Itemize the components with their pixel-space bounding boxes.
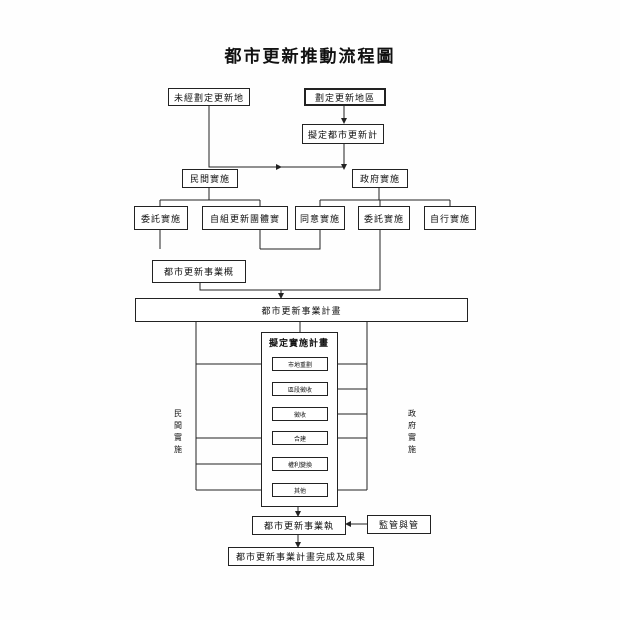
node-rights-conversion: 權利變換 — [272, 457, 328, 471]
node-expropriation: 徵收 — [272, 407, 328, 421]
node-business-plan: 都市更新事業計畫 — [135, 298, 468, 322]
edge-gov-split — [319, 188, 451, 206]
edge-unplanned-to-private — [208, 106, 282, 170]
edge-consent-to-summary — [260, 230, 321, 250]
node-redistricting: 市地重劃 — [272, 357, 328, 371]
edge-plan-down — [195, 322, 368, 490]
node-execution: 都市更新事業執 — [252, 516, 346, 535]
node-draft-impl-plan: 擬定實施計畫 — [267, 335, 331, 349]
edge-private-to-summary — [159, 230, 261, 249]
node-completion: 都市更新事業計畫完成及成果 — [228, 547, 374, 566]
edge-gov-to-plan — [281, 230, 381, 291]
diagram-title: 都市更新推動流程圖 — [224, 47, 396, 67]
node-gov-impl: 政府實施 — [352, 169, 408, 188]
node-designated: 劃定更新地區 — [304, 88, 386, 106]
node-self-impl: 自行實施 — [424, 206, 476, 230]
node-summary: 都市更新事業概 — [152, 260, 246, 283]
node-self-org: 自組更新團體實 — [202, 206, 288, 230]
node-zone-expropriation: 區段徵收 — [272, 382, 328, 396]
node-private-impl: 民間實施 — [182, 169, 238, 188]
edge-summary-to-plan — [199, 283, 284, 299]
node-supervision: 監管與管 — [367, 515, 431, 534]
node-draft-plan: 擬定都市更新計 — [302, 124, 384, 144]
node-other: 其他 — [272, 483, 328, 497]
side-label-private: 民間實施 — [174, 409, 182, 454]
edge-private-split — [159, 188, 261, 206]
node-consent: 同意實施 — [295, 206, 345, 230]
node-commission-gov: 委託實施 — [358, 206, 410, 230]
side-label-gov: 政府實施 — [408, 409, 416, 454]
node-joint-construction: 合建 — [272, 431, 328, 445]
node-unplanned: 未經劃定更新地 — [168, 88, 250, 106]
node-commission-private: 委託實施 — [134, 206, 188, 230]
